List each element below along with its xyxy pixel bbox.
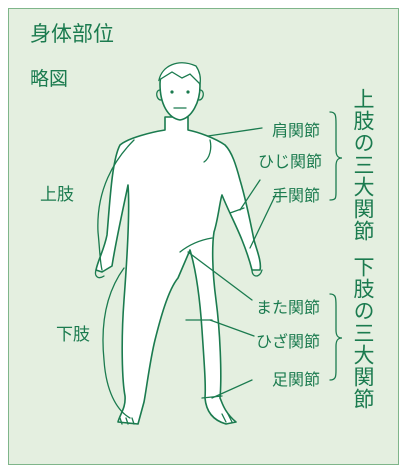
ankle-joint-marker: [201, 395, 223, 399]
knee-joint-label: ひざ関節: [256, 332, 321, 351]
hair: [158, 62, 202, 86]
left-eye: [170, 90, 174, 94]
hip-joint-marker: [179, 237, 213, 253]
right-foot-toes: [221, 413, 233, 423]
lower-limb-arc: [102, 267, 131, 419]
hip-leader: [187, 251, 253, 301]
wrist-leader: [249, 193, 277, 249]
lower-joints-brace: [329, 293, 343, 381]
left-hand: [94, 269, 105, 279]
elbow-joint-marker: [229, 207, 245, 214]
page-title: 身体部位: [30, 22, 114, 46]
right-eye: [186, 90, 190, 94]
left-foot-toes: [119, 417, 135, 425]
right-hand: [251, 269, 263, 277]
lower-limb-label: 下肢: [56, 325, 90, 345]
hip-joint-label: また関節: [256, 298, 321, 317]
diagram-subtitle: 略図: [30, 68, 69, 90]
ankle-joint-label: 足関節: [272, 370, 321, 389]
upper-joints-brace: [329, 111, 343, 201]
lower-joints-heading: 下肢の三大関節: [351, 256, 375, 410]
upper-limb-arc: [97, 139, 135, 271]
upper-limb-label: 上肢: [40, 185, 74, 205]
right-ear: [198, 89, 204, 101]
shoulder-leader: [207, 127, 263, 137]
human-body-figure: [95, 116, 262, 425]
left-ear: [156, 89, 162, 101]
shoulder-joint-marker: [203, 139, 212, 163]
upper-joints-heading: 上肢の三大関節: [351, 88, 375, 242]
shoulder-joint-label: 肩関節: [272, 121, 321, 140]
knee-leader: [209, 319, 255, 337]
ankle-leader: [211, 379, 253, 399]
elbow-joint-label: ひじ関節: [258, 152, 323, 171]
elbow-leader: [239, 179, 261, 211]
wrist-joint-label: 手関節: [272, 186, 321, 205]
